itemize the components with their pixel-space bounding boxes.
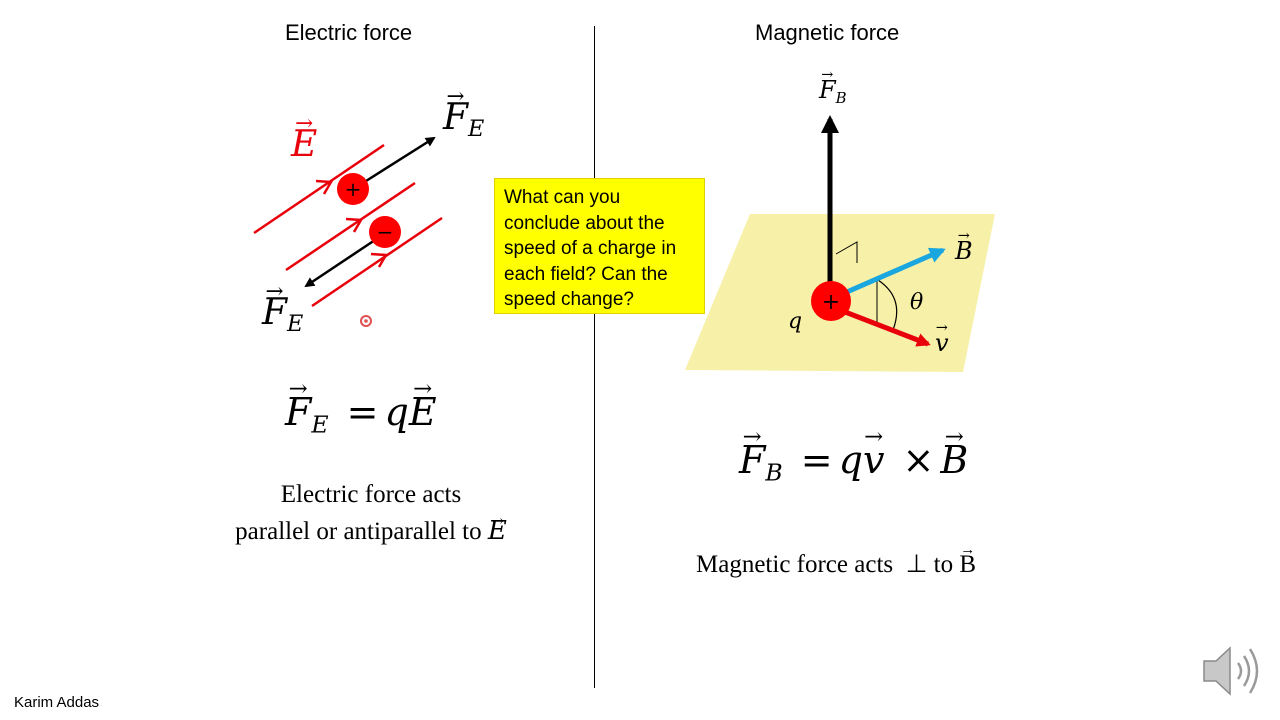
- mag-equation-field: B: [940, 424, 968, 482]
- magnetic-force-subscript: B: [835, 88, 847, 107]
- equation-lhs-subscript: E: [311, 410, 329, 439]
- angle-arc: [877, 279, 898, 331]
- mag-equation-lhs-subscript: B: [765, 458, 783, 487]
- negative-charge: [369, 216, 401, 248]
- electric-force-label-top: FE: [443, 84, 485, 143]
- mag-equation-charge: q: [838, 438, 863, 482]
- electric-description-line2-wrap: parallel or antiparallel to E: [218, 503, 524, 550]
- equation-charge: q: [384, 390, 409, 434]
- author-name: Karim Addas: [14, 694, 100, 711]
- field-line-1: [253, 143, 385, 235]
- electric-force-arrow-up: [365, 136, 436, 183]
- equation-lhs: F: [285, 376, 312, 434]
- magnetic-force-equation: FB =qv ×B: [739, 424, 968, 487]
- electric-field-lines: [253, 143, 443, 308]
- equals-sign: =: [346, 390, 379, 434]
- magnetic-description-text: Magnetic force acts ⊥ to: [696, 551, 954, 578]
- field-line-2: [285, 181, 416, 272]
- magnetic-charge: [811, 281, 851, 321]
- field-chevron-icon: [315, 179, 334, 195]
- velocity-label: v: [935, 320, 949, 357]
- cursor-indicator: [360, 315, 372, 327]
- electric-force-label-bottom: FE: [262, 279, 304, 338]
- magnetic-field-label: B: [955, 228, 973, 265]
- electric-force-arrow-down: [304, 238, 376, 288]
- mag-equation-lhs: F: [739, 424, 766, 482]
- magnetic-force-label: FB: [819, 67, 847, 107]
- force-symbol: F: [262, 279, 287, 333]
- magnetic-force-description: Magnetic force acts ⊥ to B: [696, 542, 976, 579]
- magnetic-description-field: B: [959, 542, 976, 579]
- speaker-icon[interactable]: [1200, 641, 1264, 701]
- field-line-chevrons: [315, 179, 389, 268]
- right-angle-marker: [835, 241, 858, 263]
- positive-charge: [337, 173, 369, 205]
- magnetic-field-arrow: [838, 247, 946, 298]
- electric-force-description: Electric force acts parallel or antipara…: [218, 477, 524, 550]
- electric-description-line1: Electric force acts: [280, 481, 462, 508]
- charge-q-label: q: [788, 309, 803, 334]
- force-subscript: E: [286, 311, 304, 338]
- electric-field-symbol: E: [291, 111, 318, 165]
- field-line-3: [311, 216, 443, 308]
- electric-description-field: E: [488, 503, 507, 549]
- mag-equals-sign: =: [800, 438, 833, 482]
- force-subscript: E: [467, 116, 485, 143]
- negative-charge-sign: −: [377, 220, 394, 244]
- cursor-dot: [364, 319, 368, 323]
- mag-equation-velocity: v: [863, 424, 885, 482]
- cross-product-sign: ×: [902, 438, 935, 482]
- electric-force-equation: FE =qE: [285, 376, 437, 439]
- field-chevron-icon: [345, 217, 364, 233]
- force-symbol: F: [443, 84, 468, 138]
- magnetic-force-heading: Magnetic force: [755, 20, 900, 45]
- angle-theta-label: θ: [910, 290, 924, 315]
- question-callout: What can you conclude about the speed of…: [494, 178, 705, 314]
- electric-force-heading: Electric force: [285, 20, 413, 45]
- field-chevron-icon: [370, 252, 389, 268]
- positive-charge-sign: +: [345, 177, 362, 201]
- magnetic-charge-sign: +: [822, 290, 840, 315]
- velocity-arrow: [839, 307, 931, 347]
- velocity-symbol: v: [935, 320, 949, 357]
- electric-description-line2: parallel or antiparallel to: [235, 518, 482, 545]
- equation-field: E: [409, 376, 437, 434]
- electric-field-label: E: [291, 111, 318, 165]
- magnetic-field-symbol: B: [955, 228, 973, 265]
- center-divider: [594, 26, 595, 688]
- magnetic-force-symbol: F: [819, 67, 836, 104]
